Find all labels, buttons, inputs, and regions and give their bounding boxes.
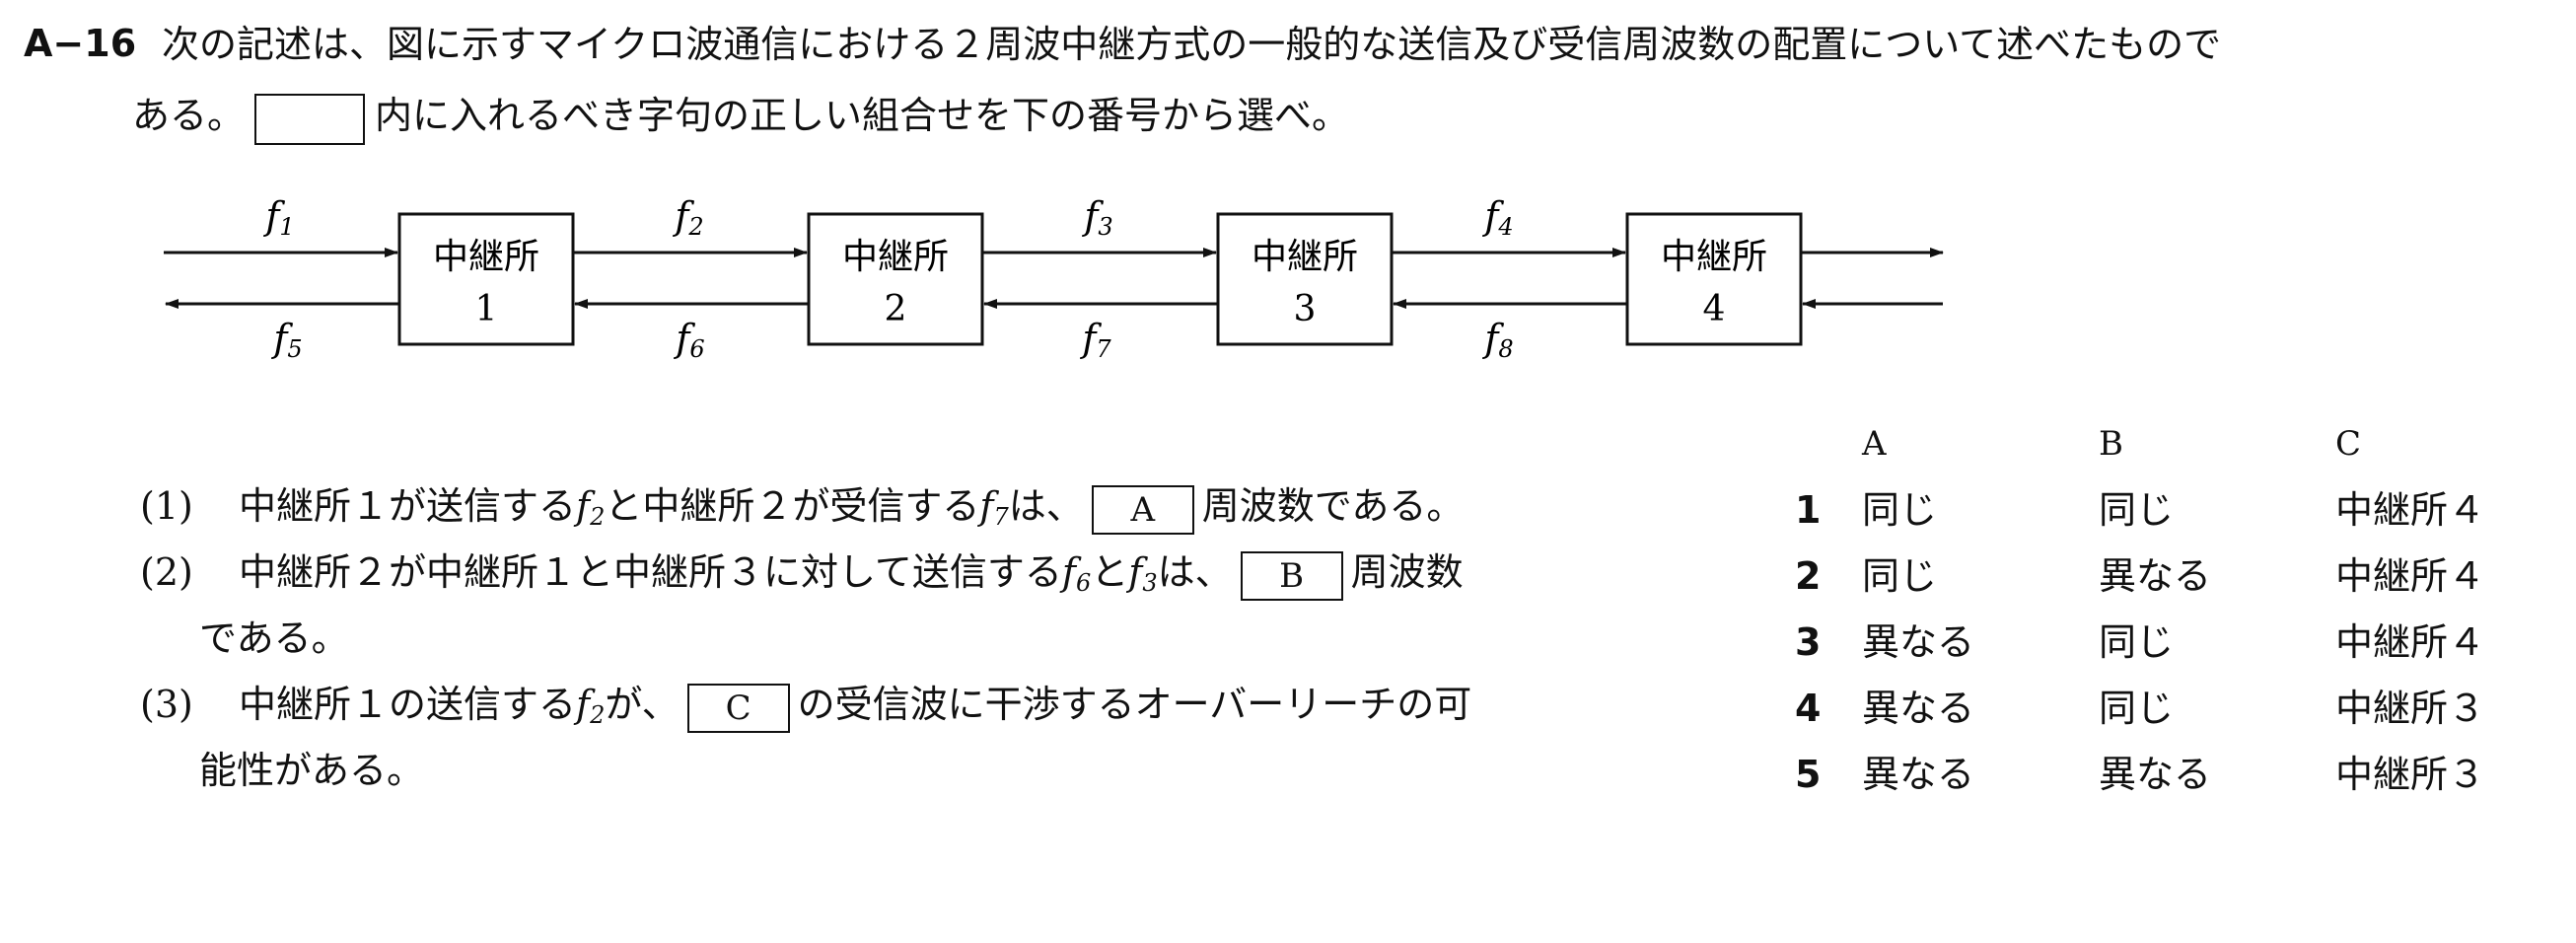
option-row-1: 1 同じ 同じ 中継所４ xyxy=(0,485,2576,535)
item-2-text2: と xyxy=(1091,550,1129,594)
item-3-text1: 中継所１の送信する xyxy=(239,683,577,726)
item-2-f3-sub: 3 xyxy=(1142,569,1158,597)
station-label-2: 中継所 xyxy=(842,237,949,277)
question-text-line1: 次の記述は、図に示すマイクロ波通信における２周波中継方式の一般的な送信及び受信周… xyxy=(162,23,2222,66)
option-5-num: 5 xyxy=(1795,753,1822,796)
item-1-mark: (1) xyxy=(140,484,193,528)
freq-label-f3: f3 xyxy=(1081,194,1112,241)
station-box-1 xyxy=(397,212,575,346)
item-2-f6: f xyxy=(1061,550,1076,594)
station-num-4: 4 xyxy=(1703,289,1726,329)
station-label-3: 中継所 xyxy=(1252,237,1358,277)
item-1-f7: f xyxy=(979,484,994,528)
option-4-c: 中継所３ xyxy=(2335,687,2486,730)
option-4-a: 異なる xyxy=(1862,687,1975,730)
freq-label-f1: f1 xyxy=(262,194,294,241)
option-1-num: 1 xyxy=(1795,488,1822,532)
station-num-1: 1 xyxy=(475,289,498,329)
item-2-text1: 中継所２が中継所１と中継所３に対して送信する xyxy=(239,550,1062,594)
item-3-continuation: 能性がある。 xyxy=(199,749,425,792)
option-1-a: 同じ xyxy=(1862,488,1938,532)
option-1-b: 同じ xyxy=(2099,488,2175,532)
options-header-c: C xyxy=(2335,424,2362,464)
freq-label-f7: f7 xyxy=(1079,317,1111,363)
question-text-line2-after: 内に入れるべき字句の正しい組合せを下の番号から選べ。 xyxy=(375,94,1350,137)
option-3-num: 3 xyxy=(1795,620,1822,664)
station-label-4: 中継所 xyxy=(1661,237,1767,277)
item-2-continuation: である。 xyxy=(199,617,349,660)
option-4-num: 4 xyxy=(1795,687,1822,730)
item-2-f3: f xyxy=(1128,550,1143,594)
option-2-c: 中継所４ xyxy=(2335,554,2486,598)
option-3-b: 同じ xyxy=(2099,620,2175,664)
option-1-c: 中継所４ xyxy=(2335,488,2486,532)
blank-box-c: C xyxy=(686,683,790,733)
options-header-b: B xyxy=(2099,424,2123,464)
option-row-5: 5 異なる 異なる 中継所３ xyxy=(0,750,2576,799)
option-2-b: 異なる xyxy=(2099,554,2212,598)
item-3-mark: (3) xyxy=(140,683,193,726)
item-2-mark: (2) xyxy=(140,550,193,594)
station-num-2: 2 xyxy=(885,289,907,329)
question-text-line2: ある。 内に入れるべき字句の正しい組合せを下の番号から選べ。 xyxy=(132,91,1349,145)
item-2-text4: 周波数 xyxy=(1350,550,1464,594)
item-3-text3: の受信波に干渉するオーバーリーチの可 xyxy=(797,683,1472,726)
station-box-4 xyxy=(1625,212,1803,346)
option-2-a: 同じ xyxy=(1862,554,1938,598)
option-2-num: 2 xyxy=(1795,554,1822,598)
blank-box-b: B xyxy=(1240,550,1343,601)
station-box-2 xyxy=(807,212,984,346)
option-row-3: 3 異なる 同じ 中継所４ xyxy=(0,617,2576,667)
station-box-3 xyxy=(1216,212,1394,346)
item-1-f2: f xyxy=(576,484,591,528)
question-text-line2-before: ある。 xyxy=(132,94,246,137)
question-number: A−16 xyxy=(24,22,137,65)
item-1-text3: は、 xyxy=(1008,484,1084,528)
freq-label-f8: f8 xyxy=(1481,317,1513,363)
item-1-f2-sub: 2 xyxy=(590,503,606,531)
option-5-c: 中継所３ xyxy=(2335,753,2486,796)
options-header-a: A xyxy=(1862,424,1887,464)
freq-label-f6: f6 xyxy=(673,317,704,363)
item-2-text3: は、 xyxy=(1157,550,1233,594)
blank-box-a: A xyxy=(1091,484,1194,535)
item-1-f7-sub: 7 xyxy=(993,503,1009,531)
item-3-text2: が、 xyxy=(605,683,680,726)
option-3-c: 中継所４ xyxy=(2335,620,2486,664)
item-3-f2: f xyxy=(576,683,591,726)
option-row-2: 2 同じ 異なる 中継所４ xyxy=(0,551,2576,601)
option-5-a: 異なる xyxy=(1862,753,1975,796)
freq-label-f2: f2 xyxy=(672,194,703,241)
option-row-4: 4 異なる 同じ 中継所３ xyxy=(0,684,2576,733)
option-4-b: 同じ xyxy=(2099,687,2175,730)
item-1-text4: 周波数である。 xyxy=(1201,484,1465,528)
item-1-text1: 中継所１が送信する xyxy=(239,484,577,528)
option-3-a: 異なる xyxy=(1862,620,1975,664)
option-5-b: 異なる xyxy=(2099,753,2212,796)
blank-box xyxy=(254,93,366,145)
freq-label-f5: f5 xyxy=(270,317,302,363)
freq-label-f4: f4 xyxy=(1481,194,1513,241)
relay-diagram: 中継所 1 中継所 2 中継所 3 中継所 4 f1 f2 f3 f4 f5 f… xyxy=(164,194,1944,363)
item-3-f2-sub: 2 xyxy=(590,701,606,729)
item-2-f6-sub: 6 xyxy=(1075,569,1092,597)
item-1-text2: と中継所２が受信する xyxy=(605,484,980,528)
station-label-1: 中継所 xyxy=(433,237,539,277)
station-num-3: 3 xyxy=(1294,289,1317,329)
